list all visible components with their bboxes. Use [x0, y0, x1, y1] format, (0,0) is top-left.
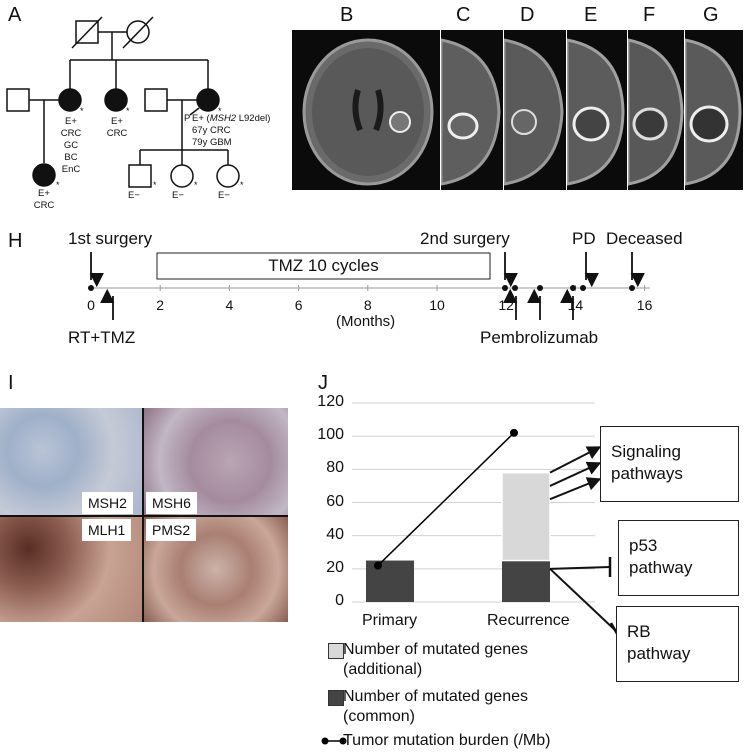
- bar-common-1: [502, 560, 550, 602]
- timeline-tick-label: 16: [636, 297, 653, 313]
- tmb-point-1: [510, 428, 518, 437]
- mri-image-f: [628, 30, 684, 190]
- rt-tmz-label: RT+TMZ: [68, 328, 136, 347]
- cousin-annotation: E+CRC: [33, 188, 55, 211]
- timeline-tick-label: 14: [567, 297, 584, 313]
- pd-label: PD: [572, 229, 596, 248]
- panel-label-d: D: [520, 4, 535, 26]
- legend-swatch-tmb: [321, 737, 347, 745]
- y-tick-label: 0: [335, 592, 344, 609]
- category-recurrence: Recurrence: [487, 612, 570, 629]
- legend-common: Number of mutated genes(common): [343, 688, 528, 725]
- y-tick-label: 120: [317, 393, 344, 410]
- arrow-signaling-2: [549, 477, 602, 501]
- stain-label-msh2: MSH2: [82, 492, 133, 514]
- treatment-timeline: [88, 252, 650, 320]
- deceased-label: Deceased: [606, 229, 683, 248]
- arrow-signaling-1: [549, 461, 602, 487]
- stain-label-mlh1: MLH1: [82, 519, 132, 541]
- proband-marker: P: [184, 113, 191, 124]
- mri-image-g: [685, 30, 743, 190]
- bar-additional-1: [501, 471, 551, 562]
- inhibit-p53-line: [549, 566, 611, 570]
- panel-label-b: B: [340, 4, 354, 26]
- y-tick-label: 40: [326, 525, 344, 543]
- panel-label-f: F: [643, 4, 656, 26]
- timeline-tick-label: 12: [498, 297, 514, 313]
- mutation-chart: [352, 402, 622, 640]
- legend-tmb: Tumor mutation burden (/Mb): [343, 732, 551, 749]
- inhibit-rb-line: [549, 568, 617, 632]
- mri-image-c: [441, 30, 503, 190]
- aunt1-star: *: [80, 106, 84, 116]
- child1-star: *: [153, 180, 157, 190]
- child3-annotation: E−: [218, 190, 230, 201]
- stain-label-pms2: PMS2: [146, 519, 197, 541]
- aunt2-star: *: [126, 106, 130, 116]
- ihc-stain-grid: MSH2 MSH6 MLH1 PMS2: [0, 408, 288, 622]
- tmz-cycles-box: [156, 252, 491, 280]
- mri-image-e: [567, 30, 627, 190]
- tmb-line: [377, 432, 515, 567]
- stain-label-msh6: MSH6: [146, 492, 197, 514]
- panel-label-e: E: [584, 4, 598, 26]
- bar-common-0: [366, 560, 414, 602]
- timeline-tick-label: 4: [225, 297, 234, 313]
- panel-label-a: A: [8, 4, 22, 26]
- first-surgery-label: 1st surgery: [68, 229, 153, 248]
- panel-label-j: J: [318, 372, 328, 394]
- tmz-label: TMZ 10 cycles: [268, 256, 379, 275]
- proband-star: *: [218, 106, 222, 116]
- child2-annotation: E−: [172, 190, 184, 201]
- y-tick-label: 20: [326, 558, 344, 576]
- timeline-tick-label: 0: [87, 297, 95, 313]
- child3-star: *: [240, 180, 244, 190]
- y-tick-label: 100: [317, 426, 344, 444]
- child2-star: *: [194, 180, 198, 190]
- arrow-signaling-0: [549, 446, 602, 474]
- mri-image-b: [292, 30, 440, 190]
- proband-annotation: E+ (MSH2 L92del) 67y CRC 79y GBM: [192, 113, 271, 148]
- legend-additional: Number of mutated genes(additional): [343, 641, 528, 678]
- panel-label-h: H: [8, 230, 23, 252]
- panel-label-i: I: [8, 372, 14, 394]
- tmb-point-0: [374, 561, 382, 570]
- y-tick-label: 80: [326, 459, 344, 477]
- pedigree-diagram: [6, 16, 240, 188]
- y-tick-label: 60: [326, 492, 344, 510]
- category-primary: Primary: [362, 612, 418, 629]
- panel-label-g: G: [703, 4, 719, 26]
- timeline-tick-label: 8: [363, 297, 372, 313]
- legend-swatch-common: [328, 690, 344, 706]
- mri-image-d: [504, 30, 566, 190]
- pembrolizumab-label: Pembrolizumab: [480, 328, 599, 347]
- legend-swatch-additional: [328, 643, 344, 659]
- child1-annotation: E−: [128, 190, 140, 201]
- timeline-tick-label: 10: [429, 297, 445, 313]
- timeline-tick-label: 6: [294, 297, 303, 313]
- aunt2-annotation: E+CRC: [106, 116, 128, 139]
- timeline-tick-label: 2: [156, 297, 165, 313]
- months-label: (Months): [336, 313, 396, 330]
- second-surgery-label: 2nd surgery: [420, 229, 510, 248]
- panel-label-c: C: [456, 4, 471, 26]
- cousin-star: *: [56, 180, 60, 190]
